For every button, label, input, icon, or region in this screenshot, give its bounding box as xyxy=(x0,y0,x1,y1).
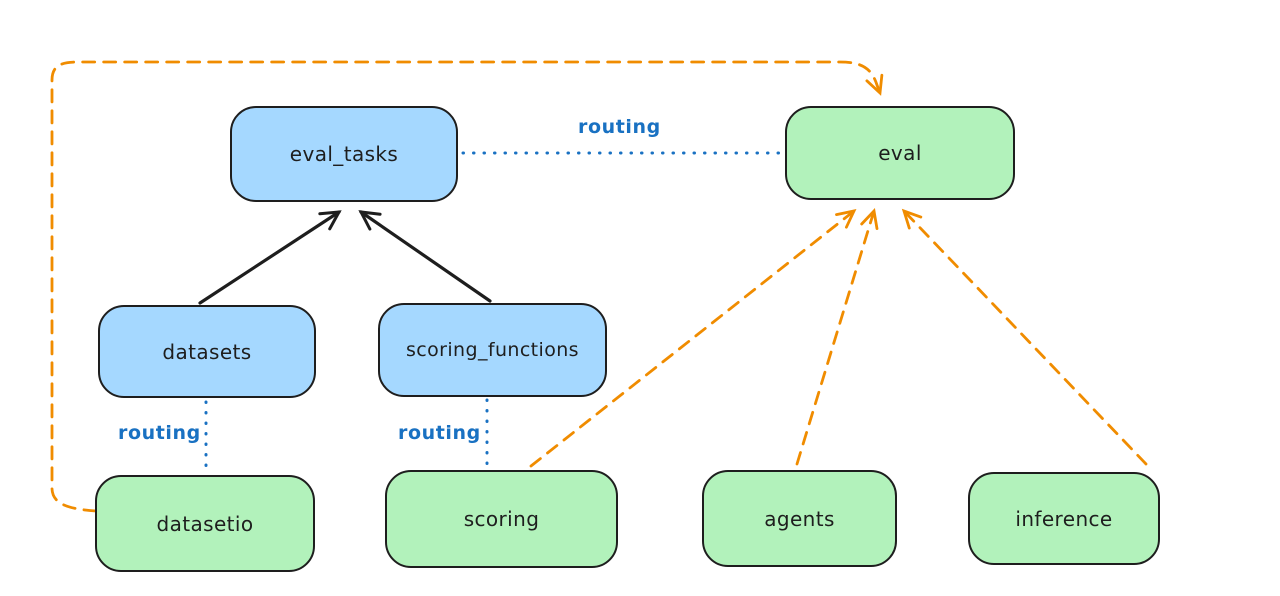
node-datasets-label: datasets xyxy=(162,339,252,364)
node-eval: eval xyxy=(785,106,1015,200)
edge-scoring-functions-to-eval-tasks xyxy=(358,210,492,303)
edge-datasets-to-eval-tasks xyxy=(198,210,342,305)
edge-agents-to-eval xyxy=(795,208,879,466)
edge-datasetio-to-eval xyxy=(50,60,884,513)
node-scoring-functions: scoring_functions xyxy=(378,303,607,397)
node-datasetio: datasetio xyxy=(95,475,315,572)
node-datasetio-label: datasetio xyxy=(156,511,254,536)
edge-label-routing-eval-tasks-eval: routing xyxy=(578,116,661,138)
node-eval-label: eval xyxy=(878,141,922,165)
node-scoring-label: scoring xyxy=(463,507,540,531)
node-agents-label: agents xyxy=(764,506,835,531)
edge-scoring-to-eval xyxy=(529,209,857,468)
node-eval-tasks: eval_tasks xyxy=(230,106,458,202)
node-scoring-functions-label: scoring_functions xyxy=(406,339,579,361)
edge-label-routing-datasets-datasetio: routing xyxy=(118,422,201,444)
edge-inference-to-eval xyxy=(901,208,1148,466)
node-eval-tasks-label: eval_tasks xyxy=(289,142,399,166)
node-inference-label: inference xyxy=(1015,506,1113,531)
node-scoring: scoring xyxy=(385,470,618,568)
edge-label-routing-scoring-functions-scoring: routing xyxy=(398,422,481,444)
node-inference: inference xyxy=(968,472,1160,565)
node-datasets: datasets xyxy=(98,305,316,398)
node-agents: agents xyxy=(702,470,897,567)
